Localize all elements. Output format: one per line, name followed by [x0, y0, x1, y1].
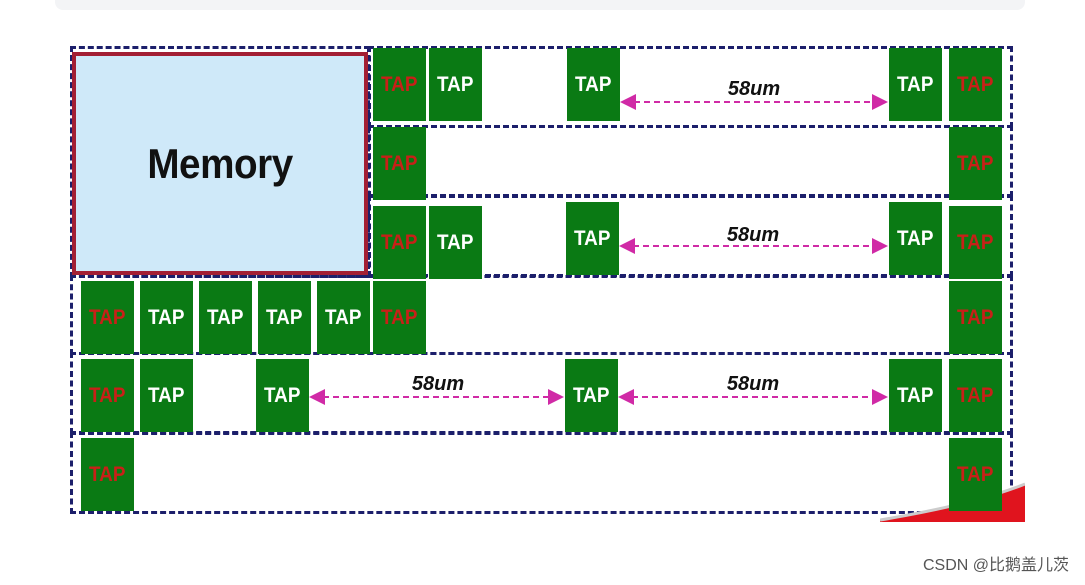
tap-label: TAP: [381, 230, 418, 254]
tap-cell: TAP: [256, 359, 309, 432]
tap-label: TAP: [897, 226, 934, 250]
tap-cell: TAP: [429, 206, 482, 279]
distance-label: 58um: [726, 373, 780, 395]
tap-cell: TAP: [889, 202, 942, 275]
tap-cell: TAP: [889, 48, 942, 121]
tap-label: TAP: [264, 383, 301, 407]
memory-label: Memory: [147, 139, 293, 187]
tap-cell: TAP: [199, 281, 252, 354]
memory-block: Memory: [72, 52, 368, 275]
tap-cell: TAP: [140, 359, 193, 432]
top-bar: [55, 0, 1025, 10]
distance-label: 58um: [726, 224, 780, 246]
tap-cell-boundary: TAP: [949, 48, 1002, 121]
tap-label: TAP: [148, 383, 185, 407]
tap-label: TAP: [575, 72, 612, 96]
tap-cell: TAP: [429, 48, 482, 121]
tap-cell: TAP: [140, 281, 193, 354]
tap-cell-boundary: TAP: [949, 127, 1002, 200]
tap-label: TAP: [573, 383, 610, 407]
tap-cell-boundary: TAP: [949, 281, 1002, 354]
tap-cell-boundary: TAP: [949, 206, 1002, 279]
tap-label: TAP: [381, 151, 418, 175]
tap-label: TAP: [574, 226, 611, 250]
tap-cell-boundary: TAP: [81, 359, 134, 432]
tap-cell: TAP: [565, 359, 618, 432]
tap-label: TAP: [957, 462, 994, 486]
tap-cell: TAP: [258, 281, 311, 354]
tap-label: TAP: [381, 305, 418, 329]
tap-cell-boundary: TAP: [949, 438, 1002, 511]
tap-label: TAP: [89, 462, 126, 486]
tap-label: TAP: [89, 305, 126, 329]
tap-label: TAP: [437, 230, 474, 254]
tap-label: TAP: [957, 383, 994, 407]
row-boundary: [70, 352, 1013, 434]
tap-label: TAP: [897, 72, 934, 96]
tap-label: TAP: [381, 72, 418, 96]
tap-label: TAP: [957, 305, 994, 329]
tap-cell: TAP: [889, 359, 942, 432]
memory-region-boundary: [70, 46, 370, 278]
tap-label: TAP: [957, 72, 994, 96]
tap-label: TAP: [89, 383, 126, 407]
tap-cell-boundary: TAP: [949, 359, 1002, 432]
row-boundary: [70, 432, 1013, 514]
tap-label: TAP: [897, 383, 934, 407]
tap-label: TAP: [437, 72, 474, 96]
tap-cell-boundary: TAP: [373, 281, 426, 354]
distance-label: 58um: [727, 78, 781, 100]
tap-cell: TAP: [567, 48, 620, 121]
tap-cell: TAP: [566, 202, 619, 275]
tap-label: TAP: [957, 230, 994, 254]
tap-cell-boundary: TAP: [373, 48, 426, 121]
tap-label: TAP: [325, 305, 362, 329]
tap-cell: TAP: [317, 281, 370, 354]
tap-label: TAP: [957, 151, 994, 175]
tap-cell-boundary: TAP: [81, 281, 134, 354]
distance-label: 58um: [411, 373, 465, 395]
tap-label: TAP: [148, 305, 185, 329]
tap-cell-boundary: TAP: [373, 206, 426, 279]
tap-cell-boundary: TAP: [81, 438, 134, 511]
credit-text: CSDN @比鹅盖儿茨: [922, 557, 1069, 574]
row-boundary: [368, 125, 1013, 197]
tap-label: TAP: [207, 305, 244, 329]
tap-label: TAP: [266, 305, 303, 329]
tap-cell-boundary: TAP: [373, 127, 426, 200]
